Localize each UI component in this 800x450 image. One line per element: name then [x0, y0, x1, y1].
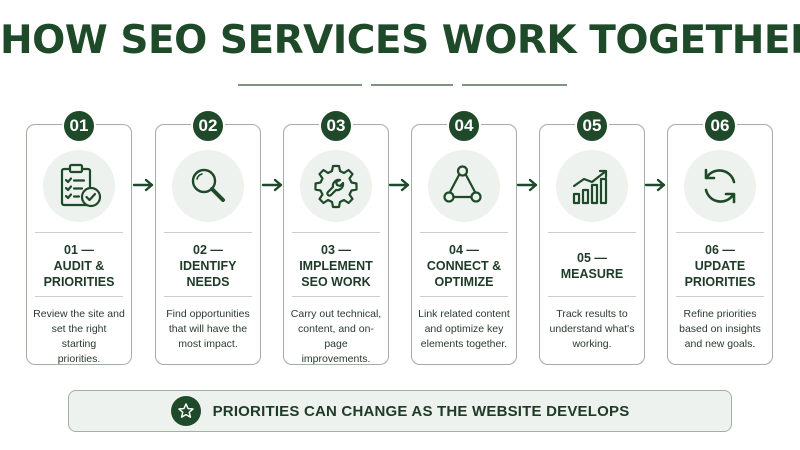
- card-divider: [35, 296, 123, 297]
- step-description: Review the site and set the right starti…: [33, 308, 125, 365]
- bar-chart-trend-icon: [556, 150, 628, 222]
- card-divider: [420, 232, 508, 233]
- step-card-1: 01 — AUDIT & PRIORITIES Review the site …: [26, 124, 132, 365]
- card-divider: [164, 232, 252, 233]
- card-divider: [35, 232, 123, 233]
- step-number-badge: 04: [447, 109, 481, 143]
- star-icon: [170, 396, 201, 426]
- arrow-right-icon: [132, 178, 154, 192]
- title-divider: [371, 84, 453, 86]
- network-nodes-icon: [428, 150, 500, 222]
- card-divider: [292, 232, 380, 233]
- card-divider: [548, 232, 636, 233]
- title-divider: [238, 84, 362, 86]
- refresh-cycle-icon: [684, 150, 756, 222]
- card-divider: [548, 296, 636, 297]
- gear-wrench-icon: [300, 150, 372, 222]
- banner-text: PRIORITIES CAN CHANGE AS THE WEBSITE DEV…: [212, 402, 630, 420]
- arrow-right-icon: [516, 178, 538, 192]
- step-title: 05 — MEASURE: [560, 251, 624, 281]
- step-description: Refine priorities based on insights and …: [679, 308, 761, 350]
- step-number-badge: 05: [575, 109, 609, 143]
- step-description: Carry out technical, content, and on-pag…: [290, 308, 382, 365]
- card-divider: [676, 296, 764, 297]
- step-description: Link related content and optimize key el…: [418, 308, 510, 350]
- step-card-2: 02 — IDENTIFY NEEDS Find opportunities t…: [155, 124, 261, 365]
- card-divider: [676, 232, 764, 233]
- step-card-4: 04 — CONNECT & OPTIMIZE Link related con…: [411, 124, 517, 365]
- step-card-5: 05 — MEASURE Track results to understand…: [539, 124, 645, 365]
- step-title: 04 — CONNECT & OPTIMIZE: [426, 243, 502, 289]
- card-divider: [164, 296, 252, 297]
- priorities-banner: PRIORITIES CAN CHANGE AS THE WEBSITE DEV…: [68, 390, 732, 432]
- card-divider: [420, 296, 508, 297]
- step-title: 06 — UPDATE PRIORITIES: [684, 243, 756, 289]
- step-description: Find opportunities that will have the mo…: [166, 308, 250, 350]
- step-card-6: 06 — UPDATE PRIORITIES Refine priorities…: [667, 124, 773, 365]
- arrow-right-icon: [644, 178, 666, 192]
- step-title: 01 — AUDIT & PRIORITIES: [43, 243, 115, 289]
- step-number-badge: 02: [191, 109, 225, 143]
- title-divider: [462, 84, 567, 86]
- step-number-badge: 06: [703, 109, 737, 143]
- magnifier-icon: [172, 150, 244, 222]
- step-card-3: 03 — IMPLEMENT SEO WORK Carry out techni…: [283, 124, 389, 365]
- page-title: HOW SEO SERVICES WORK TOGETHER: [0, 18, 800, 63]
- step-title: 03 — IMPLEMENT SEO WORK: [299, 243, 373, 289]
- step-number-badge: 03: [319, 109, 353, 143]
- step-title: 02 — IDENTIFY NEEDS: [179, 243, 237, 289]
- step-number-badge: 01: [62, 109, 96, 143]
- arrow-right-icon: [261, 178, 283, 192]
- card-divider: [292, 296, 380, 297]
- step-description: Track results to understand what's worki…: [549, 308, 635, 350]
- clipboard-check-icon: [43, 150, 115, 222]
- arrow-right-icon: [388, 178, 410, 192]
